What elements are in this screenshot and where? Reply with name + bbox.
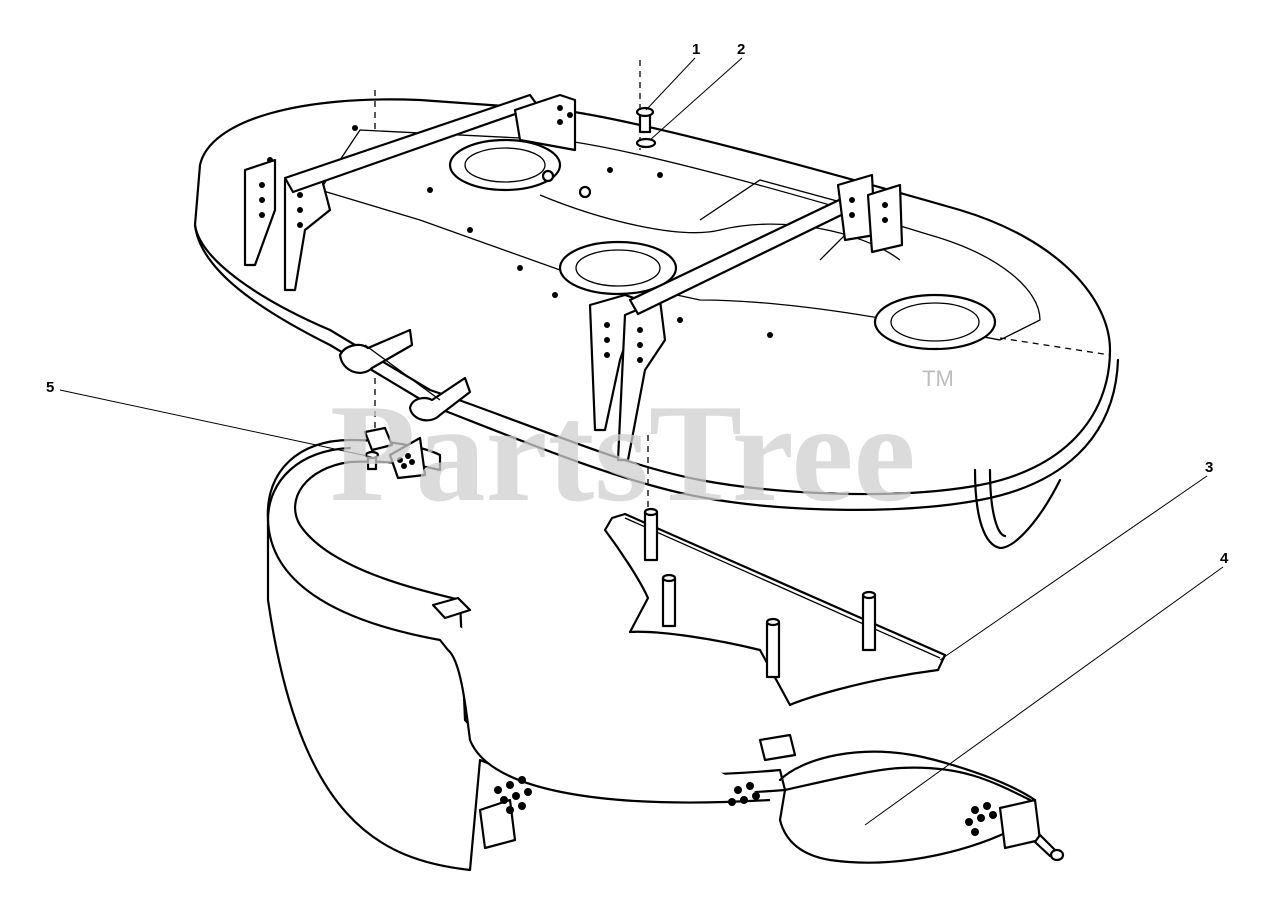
watermark-text: PartsTree — [330, 376, 916, 531]
baffle-studs — [643, 507, 877, 679]
callout-1: 1 — [692, 41, 700, 58]
bolt-and-washer — [635, 106, 657, 149]
leader-lines — [59, 57, 1224, 826]
perforation-cluster-right — [965, 802, 997, 836]
callout-2: 2 — [737, 41, 745, 58]
callout-5: 5 — [46, 379, 54, 396]
perforation-cluster-center — [728, 782, 760, 806]
mower-deck-housing — [193, 60, 1120, 550]
perforation-cluster-left — [494, 776, 532, 814]
bolt-and-plate — [363, 426, 427, 480]
baffle-ring — [266, 438, 1065, 872]
callout-4: 4 — [1220, 550, 1229, 567]
watermark-tm: TM — [922, 366, 954, 391]
callout-3: 3 — [1205, 459, 1213, 476]
baffle-plate — [603, 507, 947, 707]
